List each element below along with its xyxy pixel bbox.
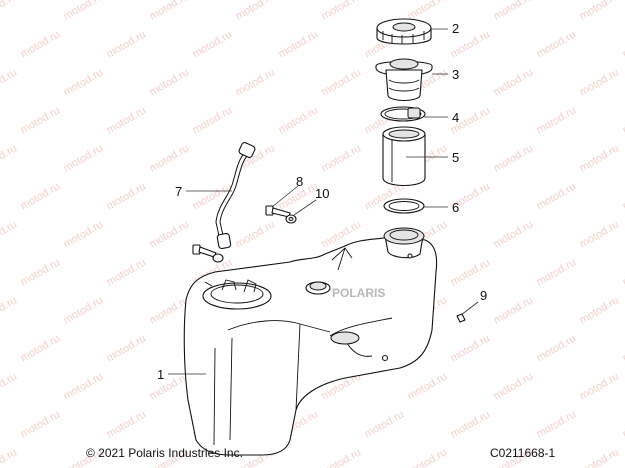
watermark-text: motod.ru	[363, 408, 407, 440]
watermark-text: motod.ru	[148, 142, 192, 174]
watermark-text: motod.ru	[492, 218, 536, 250]
callout-labels: 1 2 3 4 5 6 7 8 9 10	[157, 21, 487, 382]
watermark-text: motod.ru	[277, 28, 321, 60]
watermark-text: motod.ru	[105, 332, 149, 364]
watermark-text: motod.ru	[492, 294, 536, 326]
watermark-text: motod.ru	[621, 104, 625, 136]
watermark-text: motod.ru	[191, 104, 235, 136]
watermark-text: motod.ru	[406, 370, 450, 402]
drain-plug	[456, 313, 466, 323]
leader-lines	[168, 28, 479, 375]
watermark-text: motod.ru	[62, 66, 106, 98]
watermark-text: motod.ru	[449, 408, 493, 440]
watermark-text: motod.ru	[105, 104, 149, 136]
hose-clamp	[380, 106, 426, 122]
watermark-text: motod.ru	[0, 370, 19, 402]
watermark-text: motod.ru	[578, 0, 622, 23]
watermark-text: motod.ru	[535, 332, 579, 364]
watermark-text: motod.ru	[62, 294, 106, 326]
callout-6: 6	[452, 200, 459, 215]
watermark-text: motod.ru	[105, 180, 149, 212]
watermark-text: motod.ru	[19, 104, 63, 136]
watermark-text: motod.ru	[578, 294, 622, 326]
watermark-text: motod.ru	[19, 256, 63, 288]
callout-5: 5	[452, 150, 459, 165]
watermark-text: motod.ru	[148, 0, 192, 23]
watermark-text: motod.ru	[320, 446, 364, 468]
watermark-text: motod.ru	[105, 256, 149, 288]
watermark-text: motod.ru	[320, 0, 364, 23]
watermark-text: motod.ru	[0, 218, 19, 250]
watermark-text: motod.ru	[0, 446, 19, 468]
vent-hose	[215, 142, 256, 250]
watermark-text: motod.ru	[449, 256, 493, 288]
callout-2: 2	[452, 21, 459, 36]
watermark-text: motod.ru	[19, 408, 63, 440]
watermark-text: motod.ru	[62, 142, 106, 174]
filler-adapter	[375, 58, 433, 102]
watermark-text: motod.ru	[19, 28, 63, 60]
callout-3: 3	[452, 67, 459, 82]
watermark-text: motod.ru	[62, 218, 106, 250]
watermark-text: motod.ru	[492, 0, 536, 23]
callout-8: 8	[296, 174, 303, 189]
watermark-text: motod.ru	[62, 370, 106, 402]
filler-hose	[382, 126, 426, 187]
watermark-text: motod.ru	[535, 180, 579, 212]
watermark-text: motod.ru	[621, 256, 625, 288]
watermark-text: motod.ru	[105, 408, 149, 440]
watermark-text: motod.ru	[234, 0, 278, 23]
watermark-text: motod.ru	[62, 0, 106, 23]
fuel-cap	[376, 18, 432, 45]
watermark-text: motod.ru	[578, 370, 622, 402]
callout-1: 1	[157, 367, 164, 382]
watermark-text: motod.ru	[320, 66, 364, 98]
callout-9: 9	[480, 288, 487, 303]
watermark-text: motod.ru	[492, 142, 536, 174]
watermark-text: motod.ru	[148, 218, 192, 250]
watermark-text: motod.ru	[0, 142, 19, 174]
watermark-text: motod.ru	[19, 332, 63, 364]
watermark-text: motod.ru	[0, 294, 19, 326]
callout-10: 10	[315, 186, 329, 201]
lower-bolt	[192, 244, 224, 263]
watermark-text: motod.ru	[535, 256, 579, 288]
watermark-text: motod.ru	[234, 66, 278, 98]
watermark-text: motod.ru	[492, 370, 536, 402]
watermark-text: motod.ru	[535, 408, 579, 440]
watermark-text: motod.ru	[535, 104, 579, 136]
watermark-text: motod.ru	[449, 332, 493, 364]
watermark-text: motod.ru	[105, 28, 149, 60]
watermark-text: motod.ru	[19, 180, 63, 212]
watermark-text: motod.ru	[621, 408, 625, 440]
watermark-text: motod.ru	[0, 0, 19, 23]
watermark-text: motod.ru	[621, 180, 625, 212]
watermark-text: motod.ru	[320, 142, 364, 174]
tank-brand-logo: POLARIS	[332, 286, 385, 300]
watermark-text: motod.ru	[535, 28, 579, 60]
fuel-tank: POLARIS	[183, 227, 438, 456]
watermark-text: motod.ru	[578, 142, 622, 174]
watermark-text: motod.ru	[578, 218, 622, 250]
figure-id: C0211668-1	[490, 446, 556, 460]
watermark-text: motod.ru	[148, 66, 192, 98]
watermark-text: motod.ru	[148, 370, 192, 402]
watermark-text: motod.ru	[578, 66, 622, 98]
callout-4: 4	[452, 110, 459, 125]
watermark-text: motod.ru	[234, 218, 278, 250]
watermark-text: motod.ru	[621, 332, 625, 364]
washer	[285, 214, 297, 224]
callout-7: 7	[175, 184, 182, 199]
watermark-text: motod.ru	[406, 446, 450, 468]
watermark-text: motod.ru	[191, 28, 235, 60]
watermark-text: motod.ru	[621, 28, 625, 60]
watermark-text: motod.ru	[277, 104, 321, 136]
watermark-text: motod.ru	[578, 446, 622, 468]
o-ring-seal	[383, 198, 425, 214]
copyright-notice: © 2021 Polaris Industries Inc.	[86, 446, 243, 460]
watermark-text: motod.ru	[0, 66, 19, 98]
watermark-text: motod.ru	[492, 66, 536, 98]
